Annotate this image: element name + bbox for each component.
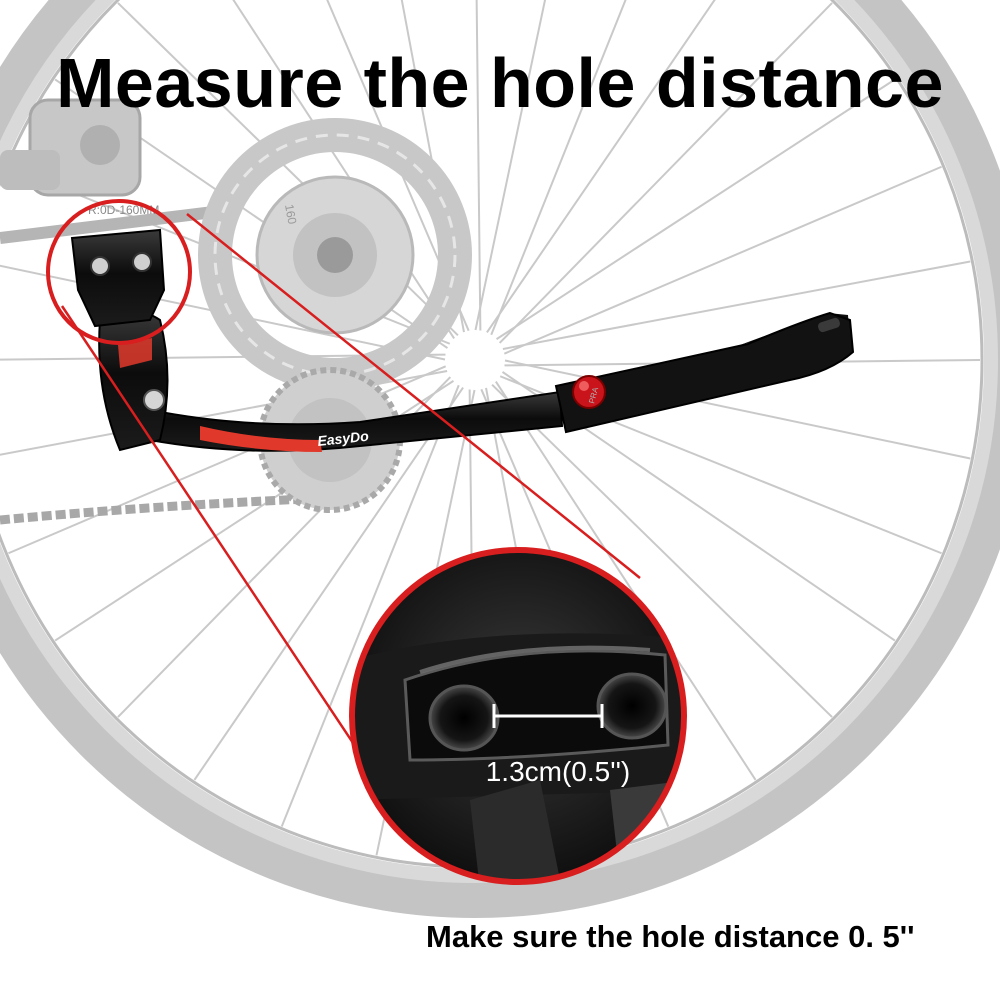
spoke — [193, 386, 464, 781]
brake-rotor — [198, 118, 472, 392]
mounting-plate — [70, 228, 166, 328]
spoke — [491, 383, 833, 718]
zoom-callout-lines — [60, 213, 641, 807]
kickstand-red-stripe — [200, 426, 322, 452]
tire-outer — [0, 0, 1000, 918]
headline: Measure the hole distance — [56, 44, 944, 122]
spoke — [475, 0, 482, 331]
frame-stay — [0, 204, 231, 244]
spoke — [498, 2, 833, 344]
spoke — [495, 381, 757, 781]
spoke — [490, 0, 627, 336]
spoke — [486, 0, 716, 334]
spoke — [503, 165, 942, 355]
spoke — [502, 260, 971, 350]
disc-size-text: 160 — [282, 203, 299, 225]
hole-left — [428, 684, 500, 752]
spoke — [496, 78, 896, 340]
hole-right — [596, 672, 668, 740]
mounting-bolt-left — [90, 256, 110, 276]
derailleur — [0, 98, 142, 197]
footnote: Make sure the hole distance 0. 5'' — [426, 919, 915, 954]
brand-mark: EasyDo — [317, 428, 370, 449]
kickstand-foot — [554, 311, 855, 434]
highlight-circle — [46, 199, 192, 345]
spoke — [280, 384, 460, 827]
button-marking-text: PRA — [587, 386, 600, 405]
spoke — [326, 0, 470, 332]
mounting-bolt-right — [132, 252, 152, 272]
zoom-detail: 1.3cm(0.5'') — [349, 547, 687, 885]
pivot-bolt — [143, 389, 165, 411]
kickstand: PRA EasyDo — [70, 228, 855, 452]
measurement-label: 1.3cm(0.5'') — [486, 756, 631, 787]
zoom-circle-border — [349, 547, 687, 885]
bike-chain — [0, 493, 331, 525]
spoke — [474, 0, 547, 331]
